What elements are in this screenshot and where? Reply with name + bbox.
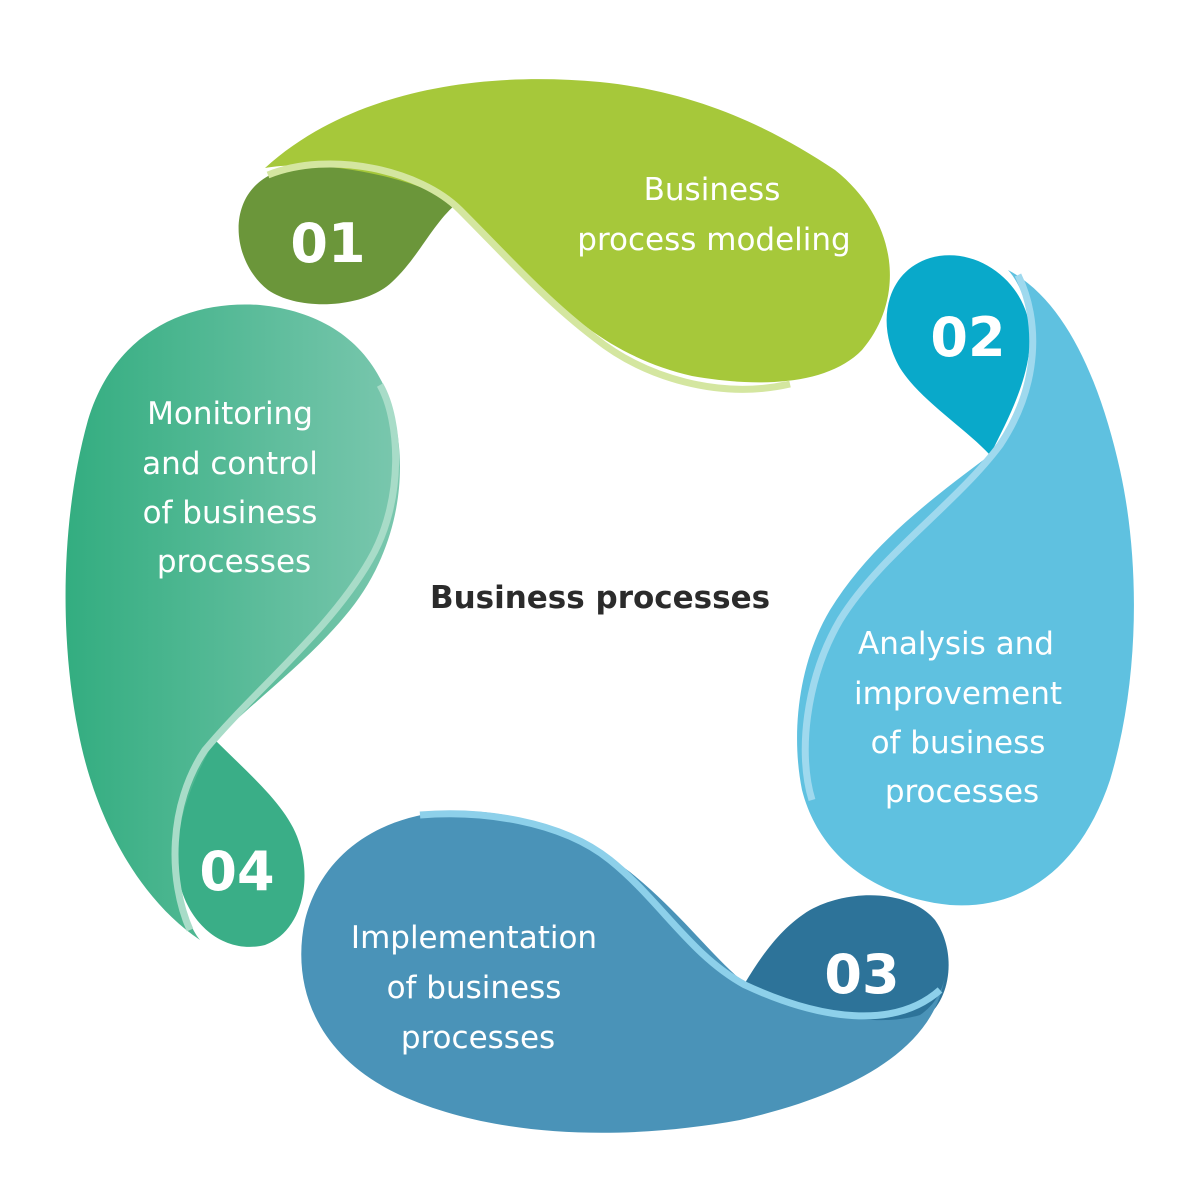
step-03-label: Implementation of business processes — [351, 920, 597, 1056]
step-04-edge — [171, 383, 400, 932]
step-04-body — [65, 304, 400, 941]
step-02-label-line: of business — [871, 725, 1046, 761]
step-03-shape — [301, 810, 949, 1133]
step-04-label-line: and control — [142, 446, 318, 482]
step-04-label-line: processes — [157, 544, 311, 580]
step-01-edge — [266, 160, 791, 393]
step-02-label: Analysis and improvement of business pro… — [854, 626, 1062, 810]
step-01-label-line: process modeling — [577, 222, 850, 258]
step-03-tip — [745, 895, 949, 1027]
step-01-body — [265, 79, 890, 383]
step-01-tip — [238, 163, 455, 305]
step-04-label: Monitoring and control of business proce… — [142, 396, 318, 580]
step-01-number: 01 — [290, 212, 365, 275]
step-02-shape — [797, 255, 1134, 906]
step-01-label-line: Business — [644, 172, 781, 208]
step-04-label-line: Monitoring — [147, 396, 313, 432]
step-04-label-line: of business — [143, 495, 318, 531]
step-03-label-line: processes — [401, 1020, 555, 1056]
step-02-body — [797, 270, 1134, 906]
step-02-edge — [801, 273, 1037, 802]
step-03-edge — [419, 810, 943, 1020]
step-01-label: Business process modeling — [577, 172, 850, 258]
step-02-label-line: processes — [885, 774, 1039, 810]
center-title: Business processes — [430, 580, 770, 616]
step-04-number: 04 — [199, 840, 274, 903]
step-03-number: 03 — [824, 943, 899, 1006]
step-02-number: 02 — [930, 306, 1005, 369]
step-03-label-line: Implementation — [351, 920, 597, 956]
step-04-shape — [65, 304, 400, 947]
step-02-tip — [886, 255, 1031, 455]
step-02-label-line: improvement — [854, 676, 1062, 712]
step-04-tip — [176, 740, 305, 947]
step-03-body — [301, 811, 945, 1133]
step-02-label-line: Analysis and — [858, 626, 1054, 662]
step-03-label-line: of business — [387, 970, 562, 1006]
step-01-shape — [238, 79, 890, 393]
